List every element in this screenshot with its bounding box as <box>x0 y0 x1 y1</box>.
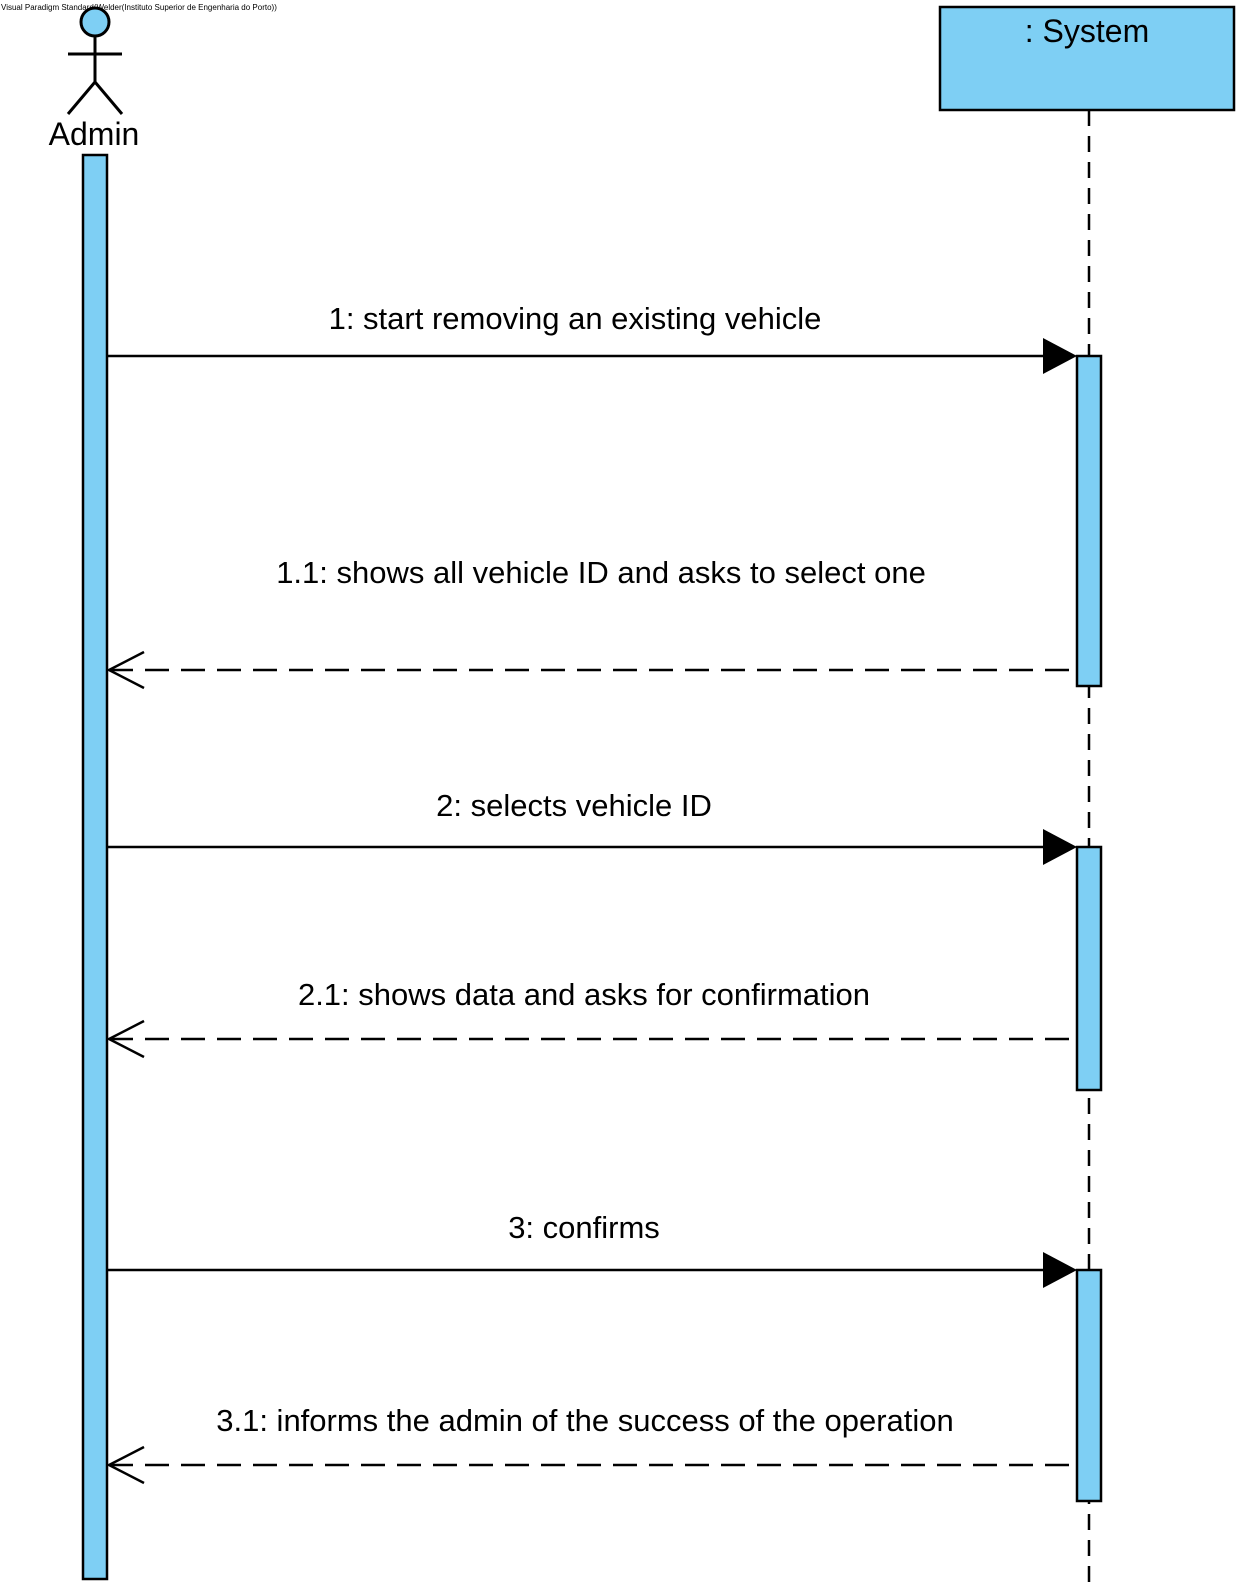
message-label: 3.1: informs the admin of the success of… <box>216 1403 954 1438</box>
message-return[interactable]: 2.1: shows data and asks for confirmatio… <box>106 977 1077 1059</box>
message-label: 1: start removing an existing vehicle <box>329 301 822 336</box>
system-activation-bar <box>1075 1268 1103 1503</box>
message-label: 2: selects vehicle ID <box>436 788 712 823</box>
filled-arrowhead-icon <box>1043 829 1077 865</box>
open-arrowhead-icon <box>106 1019 145 1059</box>
message-return[interactable]: 3.1: informs the admin of the success of… <box>106 1403 1077 1485</box>
watermark-text: Visual Paradigm Standard(Welder(Institut… <box>1 3 277 12</box>
filled-arrowhead-icon <box>1043 338 1077 374</box>
lifeline-system[interactable]: : System <box>938 5 1236 112</box>
filled-arrowhead-icon <box>1043 1252 1077 1288</box>
open-arrowhead-icon <box>106 1445 145 1485</box>
system-activation-bar <box>1075 354 1103 688</box>
open-arrowhead-icon <box>106 650 145 690</box>
message-return[interactable]: 1.1: shows all vehicle ID and asks to se… <box>106 555 1077 690</box>
message-label: 2.1: shows data and asks for confirmatio… <box>298 977 870 1012</box>
actor-admin[interactable]: Admin <box>49 6 140 152</box>
message-synchronous[interactable]: 2: selects vehicle ID <box>107 788 1077 865</box>
message-synchronous[interactable]: 1: start removing an existing vehicle <box>107 301 1077 374</box>
lifeline-name: : System <box>1025 13 1149 49</box>
message-synchronous[interactable]: 3: confirms <box>107 1210 1077 1288</box>
message-label: 1.1: shows all vehicle ID and asks to se… <box>276 555 926 590</box>
actor-activation-bar <box>81 153 109 1581</box>
message-label: 3: confirms <box>508 1210 660 1245</box>
lifeline-head-box <box>938 5 1236 112</box>
actor-stick-figure-icon <box>66 6 124 115</box>
actor-name: Admin <box>49 116 140 152</box>
system-activation-bar <box>1075 845 1103 1092</box>
